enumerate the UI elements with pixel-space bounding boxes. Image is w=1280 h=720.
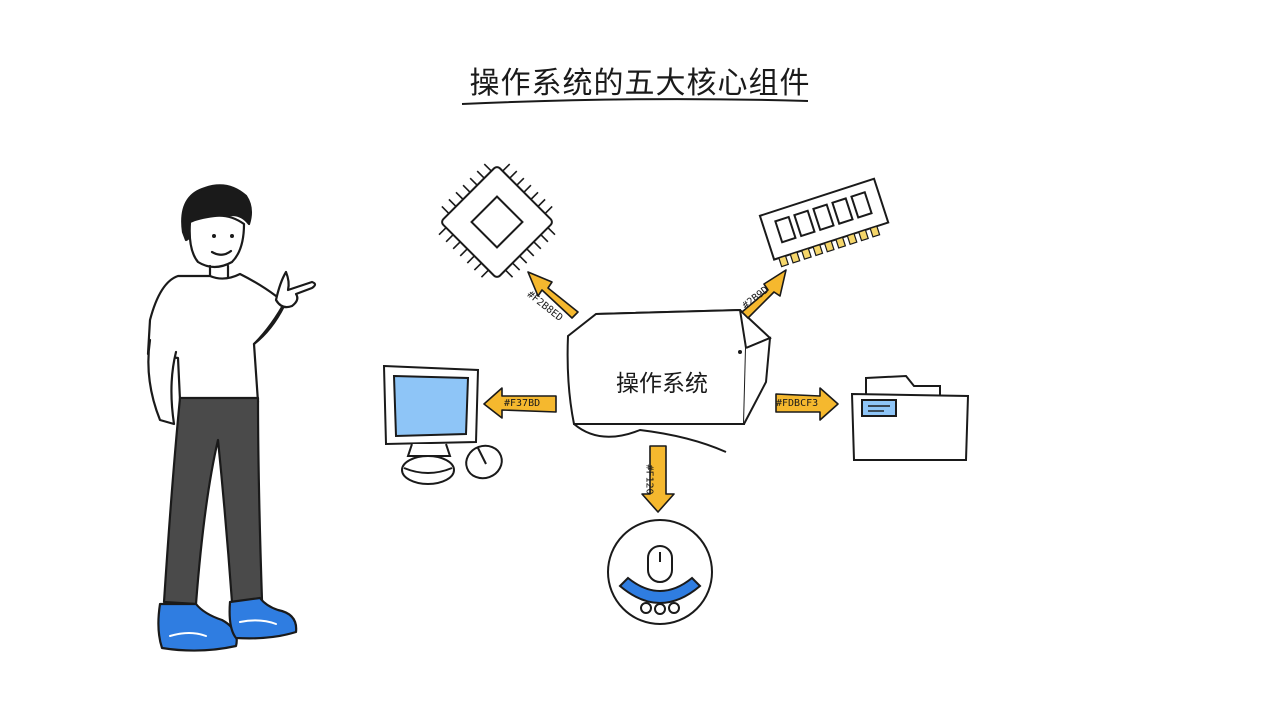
cpu-chip-icon: [438, 163, 556, 278]
arrow-storage: [775, 387, 839, 421]
title-underline: [461, 98, 809, 105]
display-monitor-icon: [382, 364, 480, 485]
arrow-display: [483, 387, 557, 419]
memory-ram-icon: [758, 177, 890, 268]
arrow-label-display: #F37BD: [504, 398, 541, 409]
arrow-cpu: [527, 271, 579, 319]
arrow-input: [641, 445, 675, 513]
storage-folder-icon: [850, 374, 970, 461]
mouse-icon: [465, 444, 503, 480]
arrow-memory: [741, 269, 787, 319]
arrow-label-storage: #FDBCF3: [776, 398, 819, 409]
person-figure: [146, 184, 317, 652]
os-central-box: [566, 308, 772, 453]
input-device-icon: [607, 519, 713, 625]
os-label: 操作系统: [616, 371, 708, 397]
arrow-label-input: #F120: [643, 464, 655, 495]
page-title: 操作系统的五大核心组件: [469, 66, 811, 101]
